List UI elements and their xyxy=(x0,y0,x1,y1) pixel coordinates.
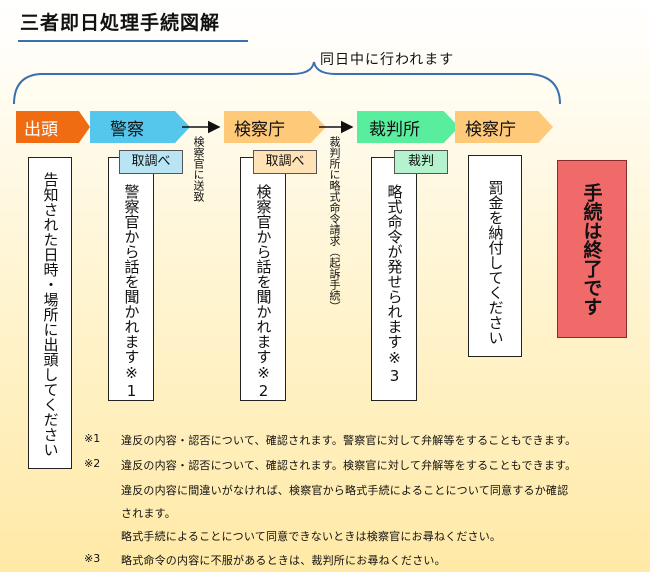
column-court-text: 略式命令が発せられます※3 xyxy=(385,184,404,385)
tag-prosecutor-interrogation: 取調べ xyxy=(253,150,317,174)
note-text-3: 略式命令の内容に不服があるときは、裁判所にお尋ねください。 xyxy=(121,554,446,567)
transition-to-prosecutor: 検察官に送致 xyxy=(192,136,205,202)
note-text-1: 違反の内容・認否について、確認されます。警察官に対して弁解等をすることもできます… xyxy=(121,434,577,447)
column-police-text: 警察官から話を聞かれます※1 xyxy=(122,184,141,400)
brace-path xyxy=(13,61,561,105)
note-text-2d: 略式手続によることについて同意できないときは検察官にお尋ねください。 xyxy=(121,530,502,543)
column-prosecutor-text: 検察官から話を聞かれます※2 xyxy=(254,184,273,400)
column-pay-text: 罰金を納付してください xyxy=(486,180,505,345)
column-police: 警察官から話を聞かれます※1 xyxy=(108,157,154,401)
note-text-2c: されます。 xyxy=(121,507,176,520)
step-police: 警察 xyxy=(90,111,190,143)
note-text-2b: 違反の内容に間違いがなければ、検察官から略式手続によることについて同意するか確認 xyxy=(121,484,569,497)
column-court: 略式命令が発せられます※3 xyxy=(371,157,417,401)
step-prosecutor: 検察庁 xyxy=(224,111,326,143)
column-appear: 告知された日時・場所に出頭してください xyxy=(28,157,72,469)
transition-to-court: 裁判所に略式命令請求（起訴手続） xyxy=(328,136,341,312)
procedure-complete-box: 手続は終了です xyxy=(557,160,627,338)
column-pay: 罰金を納付してください xyxy=(468,155,522,357)
tag-police-interrogation: 取調べ xyxy=(119,150,183,174)
same-day-brace xyxy=(13,61,561,105)
column-prosecutor: 検察官から話を聞かれます※2 xyxy=(240,157,286,401)
step-appear: 出頭 xyxy=(16,111,90,143)
step-prosecutor-2: 検察庁 xyxy=(455,111,553,143)
page-title: 三者即日処理手続図解 xyxy=(20,12,221,34)
same-day-label: 同日中に行われます xyxy=(320,52,455,68)
title-underline xyxy=(18,40,248,42)
step-court: 裁判所 xyxy=(357,111,459,143)
procedure-complete-text: 手続は終了です xyxy=(580,183,603,316)
note-text-2: 違反の内容・認否について、確認されます。検察官に対して弁解等をすることもできます… xyxy=(121,459,577,472)
tag-court-trial: 裁判 xyxy=(394,150,448,174)
flow-arrows xyxy=(182,120,354,134)
note-mark-2: ※2 xyxy=(84,457,101,470)
note-mark-3: ※3 xyxy=(84,552,101,565)
column-appear-text: 告知された日時・場所に出頭してください xyxy=(41,172,60,457)
note-mark-1: ※1 xyxy=(84,432,101,445)
